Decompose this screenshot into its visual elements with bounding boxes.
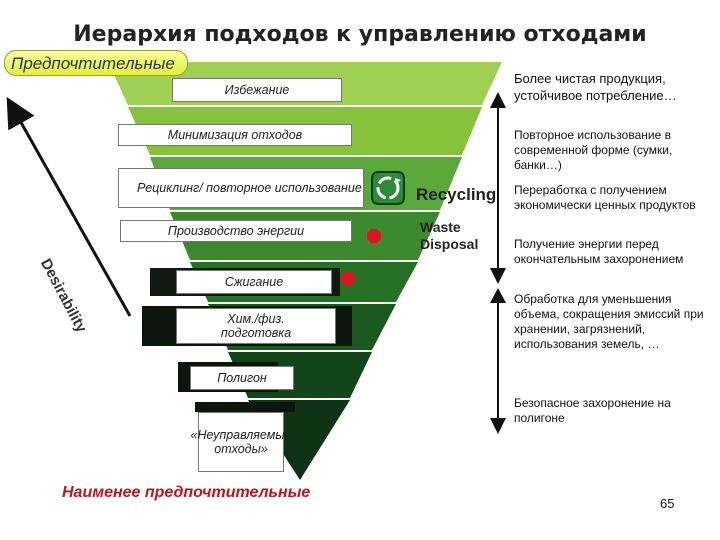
right-text-reuse: Повторное использование в современной фо… xyxy=(514,128,673,172)
desirability-arrow xyxy=(6,96,132,317)
least-preferred-label: Наименее предпочтительные xyxy=(62,484,311,501)
tier-label-unmanaged: «Неуправляемые отходы» xyxy=(191,412,291,472)
tier-label-recycling: Рециклинг/ повторное использование xyxy=(118,168,364,208)
page-number: 65 xyxy=(660,496,675,511)
right-arrow-upper xyxy=(490,92,506,284)
most-preferred-badge: Предпочтительные xyxy=(4,50,188,76)
tab-shadow-8 xyxy=(195,402,295,412)
tier-label-incineration: Сжигание xyxy=(176,270,332,294)
tier-label-minimization: Минимизация отходов xyxy=(118,124,352,146)
right-text-recycling-value: Переработка с получением экономически це… xyxy=(514,183,696,212)
page-title: Иерархия подходов к управлению отходами xyxy=(73,22,647,47)
recycle-icon xyxy=(371,171,405,205)
tier-label-avoidance: Избежание xyxy=(172,78,342,102)
waste-disposal-label: Waste Disposal xyxy=(420,219,479,252)
right-arrow-lower xyxy=(490,288,506,434)
right-text-treatment: Обработка для уменьшения объема, сокраще… xyxy=(514,292,704,351)
right-text-energy: Получение энергии перед окончательным за… xyxy=(514,237,684,266)
stop-octagon-icon xyxy=(341,272,355,286)
tier-label-energy: Производство энергии xyxy=(120,220,352,242)
tier-label-landfill: Полигон xyxy=(190,366,294,390)
tier-label-chem-phys: Хим./физ. подготовка xyxy=(176,308,336,344)
right-text-cleaner-production: Более чистая продукция, устойчивое потре… xyxy=(514,71,677,103)
stop-octagon-icon xyxy=(367,229,381,243)
recycling-label: Recycling xyxy=(416,185,497,204)
right-text-safe-landfill: Безопасное захоронение на полигоне xyxy=(514,396,671,425)
